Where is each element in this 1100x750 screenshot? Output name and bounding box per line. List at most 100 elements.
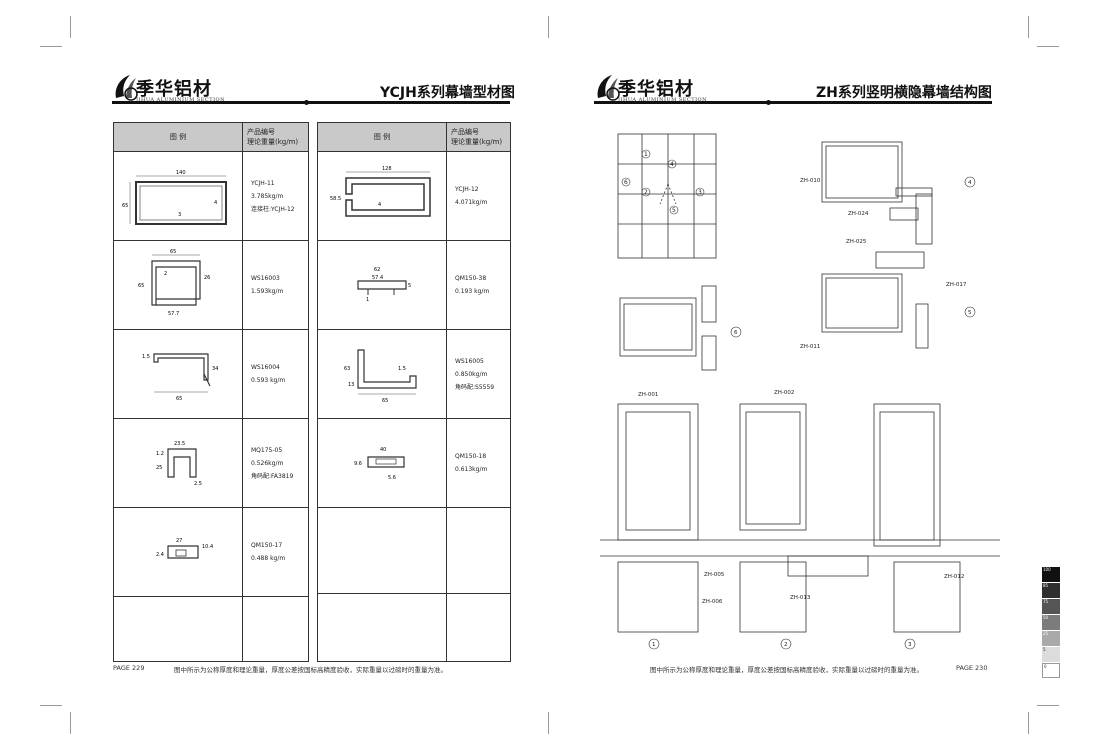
section-marker-5: 5 bbox=[968, 310, 972, 316]
structure-drawings: 1 2 3 4 5 6 ZH-010 ZH-024 ZH bbox=[600, 133, 1000, 650]
product-info: WS16004 0.593 kg/m bbox=[242, 329, 309, 419]
product-info: QM150-17 0.488 kg/m bbox=[242, 507, 309, 597]
profile-figure: 63 1.5 13 65 bbox=[317, 329, 447, 419]
label-zh002: ZH-002 bbox=[774, 390, 794, 396]
dim-label: 3 bbox=[178, 212, 181, 218]
legend-header: 图 例 bbox=[317, 122, 447, 152]
dim-label: 4 bbox=[378, 202, 381, 208]
label-zh024: ZH-024 bbox=[848, 211, 869, 217]
section-detail-6 bbox=[619, 285, 717, 371]
product-note: 角码配:S5559 bbox=[455, 383, 495, 391]
profile-figure bbox=[317, 507, 447, 594]
product-info: YCJH-12 4.071kg/m bbox=[446, 151, 511, 241]
profile-figure: 62 57.4 1 5 bbox=[317, 240, 447, 330]
label-zh012: ZH-012 bbox=[944, 574, 964, 580]
brand-logo bbox=[115, 75, 138, 101]
dim-label: 65 bbox=[170, 249, 176, 255]
product-weight: 4.071kg/m bbox=[455, 199, 488, 206]
brand-subtitle: JIHUA ALUMINIUM SECTION bbox=[136, 97, 226, 103]
profile-figure: 65 65 26 57.7 2 bbox=[113, 240, 243, 330]
dim-label: 23.5 bbox=[174, 441, 185, 447]
profile-figure: 23.5 1.2 25 2.5 bbox=[113, 418, 243, 508]
section-marker-b2: 2 bbox=[784, 642, 788, 648]
color-swatch-85: 85 bbox=[1042, 583, 1060, 598]
dim-label: 65 bbox=[176, 396, 182, 402]
label-zh017: ZH-017 bbox=[946, 282, 967, 288]
color-swatch-100: 100 bbox=[1042, 567, 1060, 582]
profile-figure: 27 2.4 10.4 bbox=[113, 507, 243, 597]
profile-figure bbox=[317, 593, 447, 662]
footnote: 图中所示为公称厚度和理论重量，厚度公差按国标高精度验收，实际重量以过磅时的重量为… bbox=[174, 666, 447, 674]
dim-label: 10.4 bbox=[202, 544, 213, 550]
header-rule bbox=[594, 101, 992, 104]
crop-mark bbox=[548, 712, 549, 734]
product-code: WS16003 bbox=[251, 275, 280, 282]
product-info bbox=[446, 507, 511, 594]
brand-subtitle: JIHUA ALUMINIUM SECTION bbox=[618, 97, 708, 103]
product-code-header: 产品编号 bbox=[451, 128, 479, 136]
dim-label: 65 bbox=[122, 203, 128, 209]
brand-name: 季华铝材 bbox=[136, 79, 212, 100]
product-weight: 0.193 kg/m bbox=[455, 288, 490, 295]
header-rule-dot bbox=[304, 100, 309, 105]
label-zh005: ZH-005 bbox=[704, 572, 725, 578]
dim-label: 5 bbox=[408, 283, 411, 289]
color-swatch-50: 50 bbox=[1042, 615, 1060, 630]
product-weight: 0.613kg/m bbox=[455, 466, 488, 473]
dim-label: 57.7 bbox=[168, 311, 179, 317]
color-swatch-75: 75 bbox=[1042, 599, 1060, 614]
product-code-header: 产品编号 bbox=[247, 128, 275, 136]
product-code: MQ175-05 bbox=[251, 446, 283, 454]
dim-label: 5.6 bbox=[388, 475, 396, 481]
dim-label: 1 bbox=[366, 297, 369, 303]
marker-4: 4 bbox=[670, 161, 674, 168]
dim-label: 26 bbox=[204, 275, 210, 281]
marker-1: 1 bbox=[644, 151, 648, 158]
product-info bbox=[446, 593, 511, 662]
color-swatch-0: 0 bbox=[1042, 663, 1060, 678]
product-code: YCJH-11 bbox=[251, 179, 275, 187]
section-marker-4: 4 bbox=[968, 180, 972, 186]
dim-label: 58.5 bbox=[330, 196, 341, 202]
footnote: 图中所示为公称厚度和理论重量，厚度公差按国标高精度验收，实际重量以过磅时的重量为… bbox=[650, 666, 923, 674]
left-page-title: YCJH系列幕墙型材图 bbox=[380, 85, 515, 101]
dim-label: 128 bbox=[382, 166, 392, 172]
marker-2: 2 bbox=[644, 189, 648, 196]
product-code: QM150-18 bbox=[455, 453, 487, 460]
product-header: 产品编号 理论重量(kg/m) bbox=[242, 122, 309, 152]
crop-mark bbox=[1037, 705, 1059, 706]
header-rule-dot bbox=[766, 100, 771, 105]
product-info: WS16005 0.850kg/m 角码配:S5559 bbox=[446, 329, 511, 419]
profile-table-left: 图 例 产品编号 理论重量(kg/m) 140 65 4 3 bbox=[113, 122, 309, 662]
weight-header: 理论重量(kg/m) bbox=[451, 138, 503, 146]
legend-header: 图 例 bbox=[113, 122, 243, 152]
dim-label: 34 bbox=[212, 366, 218, 372]
dim-label: 57.4 bbox=[372, 275, 383, 281]
dim-label: 27 bbox=[176, 538, 182, 544]
product-info: WS16003 1.593kg/m bbox=[242, 240, 309, 330]
product-weight: 0.488 kg/m bbox=[251, 555, 286, 562]
label-zh006: ZH-006 bbox=[702, 599, 723, 605]
header-rule bbox=[112, 101, 510, 104]
product-info: QM150-18 0.613kg/m bbox=[446, 418, 511, 508]
label-zh025: ZH-025 bbox=[846, 239, 867, 245]
dim-label: 1.5 bbox=[142, 354, 150, 360]
dim-label: 62 bbox=[374, 267, 380, 273]
dim-label: 140 bbox=[176, 170, 186, 176]
dim-label: 40 bbox=[380, 447, 386, 453]
product-info: YCJH-11 3.785kg/m 连接柱:YCJH-12 bbox=[242, 151, 309, 241]
product-info: MQ175-05 0.526kg/m 角码配:FA3819 bbox=[242, 418, 309, 508]
crop-mark bbox=[40, 705, 62, 706]
page-number: PAGE 229 bbox=[113, 664, 145, 672]
elevation-grid bbox=[617, 133, 717, 259]
crop-mark bbox=[70, 16, 71, 38]
profile-figure: 140 65 4 3 bbox=[113, 151, 243, 241]
section-marker-6: 6 bbox=[734, 330, 738, 336]
dim-label: 2.5 bbox=[194, 481, 202, 487]
crop-mark bbox=[1037, 46, 1059, 47]
dim-label: 63 bbox=[344, 366, 350, 372]
dim-label: 65 bbox=[382, 398, 388, 404]
profile-figure bbox=[113, 596, 243, 662]
page-number: PAGE 230 bbox=[956, 664, 988, 672]
